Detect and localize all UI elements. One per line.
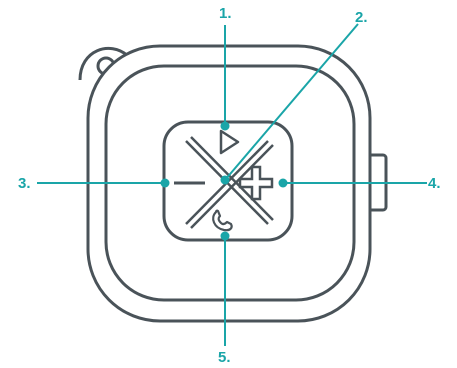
callout-number-4: 4.: [428, 175, 441, 192]
callout-number-2: 2.: [355, 9, 368, 26]
callout-dot-5: [221, 232, 230, 241]
callout-dot-4: [279, 179, 288, 188]
callout-dot-3: [161, 179, 170, 188]
callout-number-5: 5.: [218, 349, 231, 366]
callout-dot-2: [221, 176, 230, 185]
callout-number-1: 1.: [219, 5, 232, 22]
callout-number-3: 3.: [18, 175, 31, 192]
callout-dot-1: [221, 122, 230, 131]
